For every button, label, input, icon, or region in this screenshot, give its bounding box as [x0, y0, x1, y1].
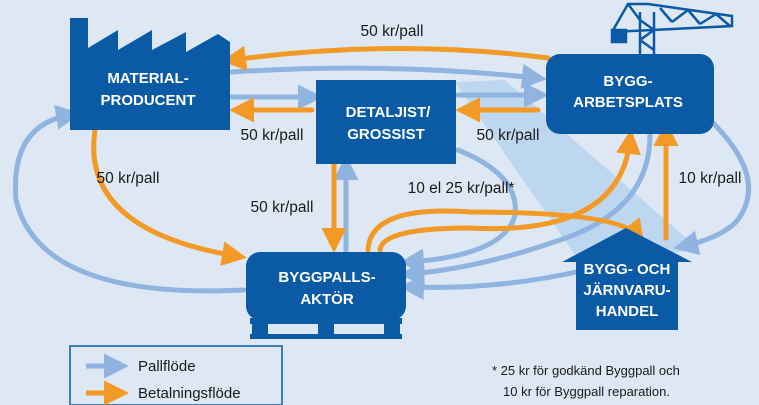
payment-flow-actor-to-site [377, 129, 641, 253]
price-site-right: 10 kr/pall [679, 170, 742, 187]
pallet-actor-box [246, 252, 406, 320]
hardware-label-line1: BYGG- OCH [584, 261, 671, 278]
legend: Pallflöde Betalningsflöde [69, 345, 283, 405]
pallet-icon [250, 318, 402, 339]
node-pallet-actor: BYGGPALLS- AKTÖR [246, 252, 406, 339]
house-icon [562, 228, 692, 330]
legend-payment-label: Betalningsflöde [138, 385, 241, 402]
retailer-box [316, 80, 456, 164]
node-construction-site: BYGG- ARBETSPLATS [546, 2, 734, 134]
pallet-flow-site-to-actor [399, 132, 653, 286]
price-producer-down: 50 kr/pall [97, 170, 160, 187]
hardware-label-line3: HANDEL [596, 303, 659, 320]
factory-icon [70, 18, 230, 130]
price-retailer-down: 50 kr/pall [251, 199, 314, 216]
node-material-producer: MATERIAL- PRODUCENT [70, 18, 230, 130]
retailer-label-line2: GROSSIST [347, 126, 425, 143]
producer-label-line2: PRODUCENT [100, 92, 195, 109]
legend-box [69, 345, 283, 405]
pallet-flow-site-to-hardware [673, 119, 751, 256]
price-producer-retailer: 50 kr/pall [241, 127, 304, 144]
node-hardware-store: BYGG- OCH JÄRNVARU- HANDEL [562, 228, 692, 330]
retailer-label-line1: DETALJIST/ [346, 104, 432, 121]
payment-flow-site-to-producer [221, 45, 551, 71]
producer-label-line1: MATERIAL- [107, 70, 188, 87]
site-label-line1: BYGG- [603, 73, 652, 90]
crane-icon [610, 2, 734, 58]
pallet-actor-label-line2: AKTÖR [300, 291, 353, 308]
footnote-line2: 10 kr för Byggpall reparation. [503, 384, 670, 399]
site-box [546, 54, 714, 134]
pallet-flow-producer-to-site [229, 64, 547, 89]
price-top: 50 kr/pall [361, 23, 424, 40]
legend-pallet-label: Pallflöde [138, 358, 196, 375]
node-retailer: DETALJIST/ GROSSIST [316, 80, 456, 164]
pallet-flow-hardware-to-actor [399, 267, 588, 300]
payment-flow-actor-to-hardware [365, 208, 645, 253]
hardware-label-line2: JÄRNVARU- [583, 282, 670, 299]
price-retailer-site: 50 kr/pall [477, 127, 540, 144]
site-label-line2: ARBETSPLATS [573, 94, 683, 111]
pallet-flow-actor-to-producer [12, 104, 247, 294]
payment-flow-producer-to-actor [91, 127, 247, 267]
pallet-actor-label-line1: BYGGPALLS- [278, 269, 375, 286]
footnote-line1: * 25 kr för godkänd Byggpall och [492, 363, 680, 378]
price-split: 10 el 25 kr/pall* [408, 180, 515, 197]
pallet-flow-retailer-to-actor [399, 147, 518, 274]
flow-band [455, 80, 700, 262]
